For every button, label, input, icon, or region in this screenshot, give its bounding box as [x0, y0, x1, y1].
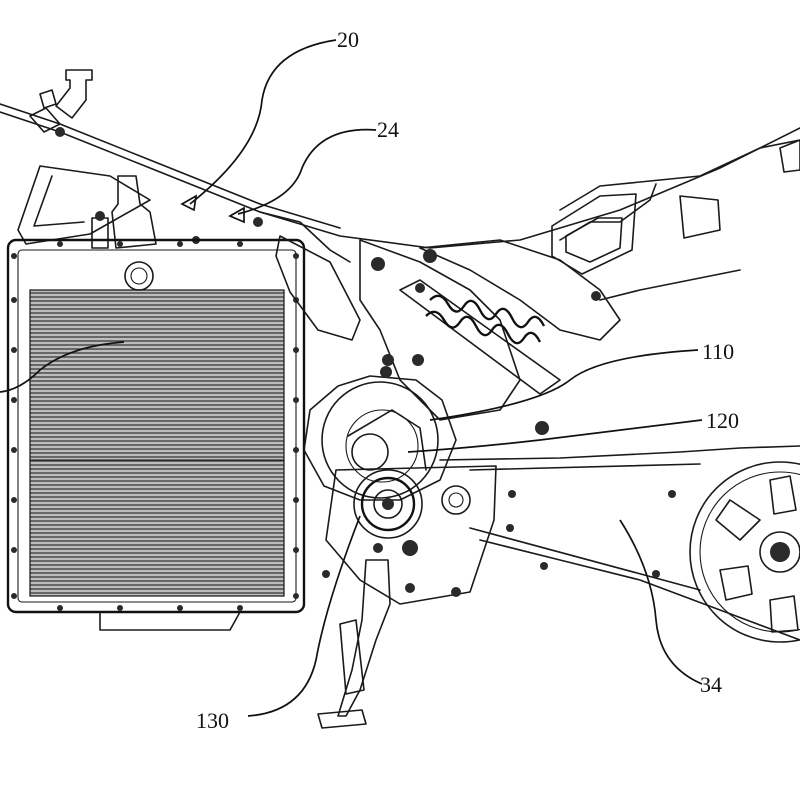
seat-subframe	[552, 140, 800, 301]
rear-shock	[400, 280, 560, 394]
label-24: 24	[377, 117, 399, 142]
coolant-fitting	[30, 70, 92, 132]
label-130: 130	[196, 708, 229, 733]
drive-sprocket-assembly	[322, 466, 496, 604]
label-110: 110	[702, 339, 734, 364]
radiator-top-bracket	[18, 166, 200, 248]
label-120: 120	[706, 408, 739, 433]
upper-frame-rail	[0, 104, 800, 262]
label-34: 34	[700, 672, 722, 697]
rear-sprocket	[690, 462, 800, 642]
kickstand	[318, 560, 390, 728]
label-20: 20	[337, 27, 359, 52]
radiator	[8, 240, 304, 630]
swingarm	[440, 446, 800, 640]
